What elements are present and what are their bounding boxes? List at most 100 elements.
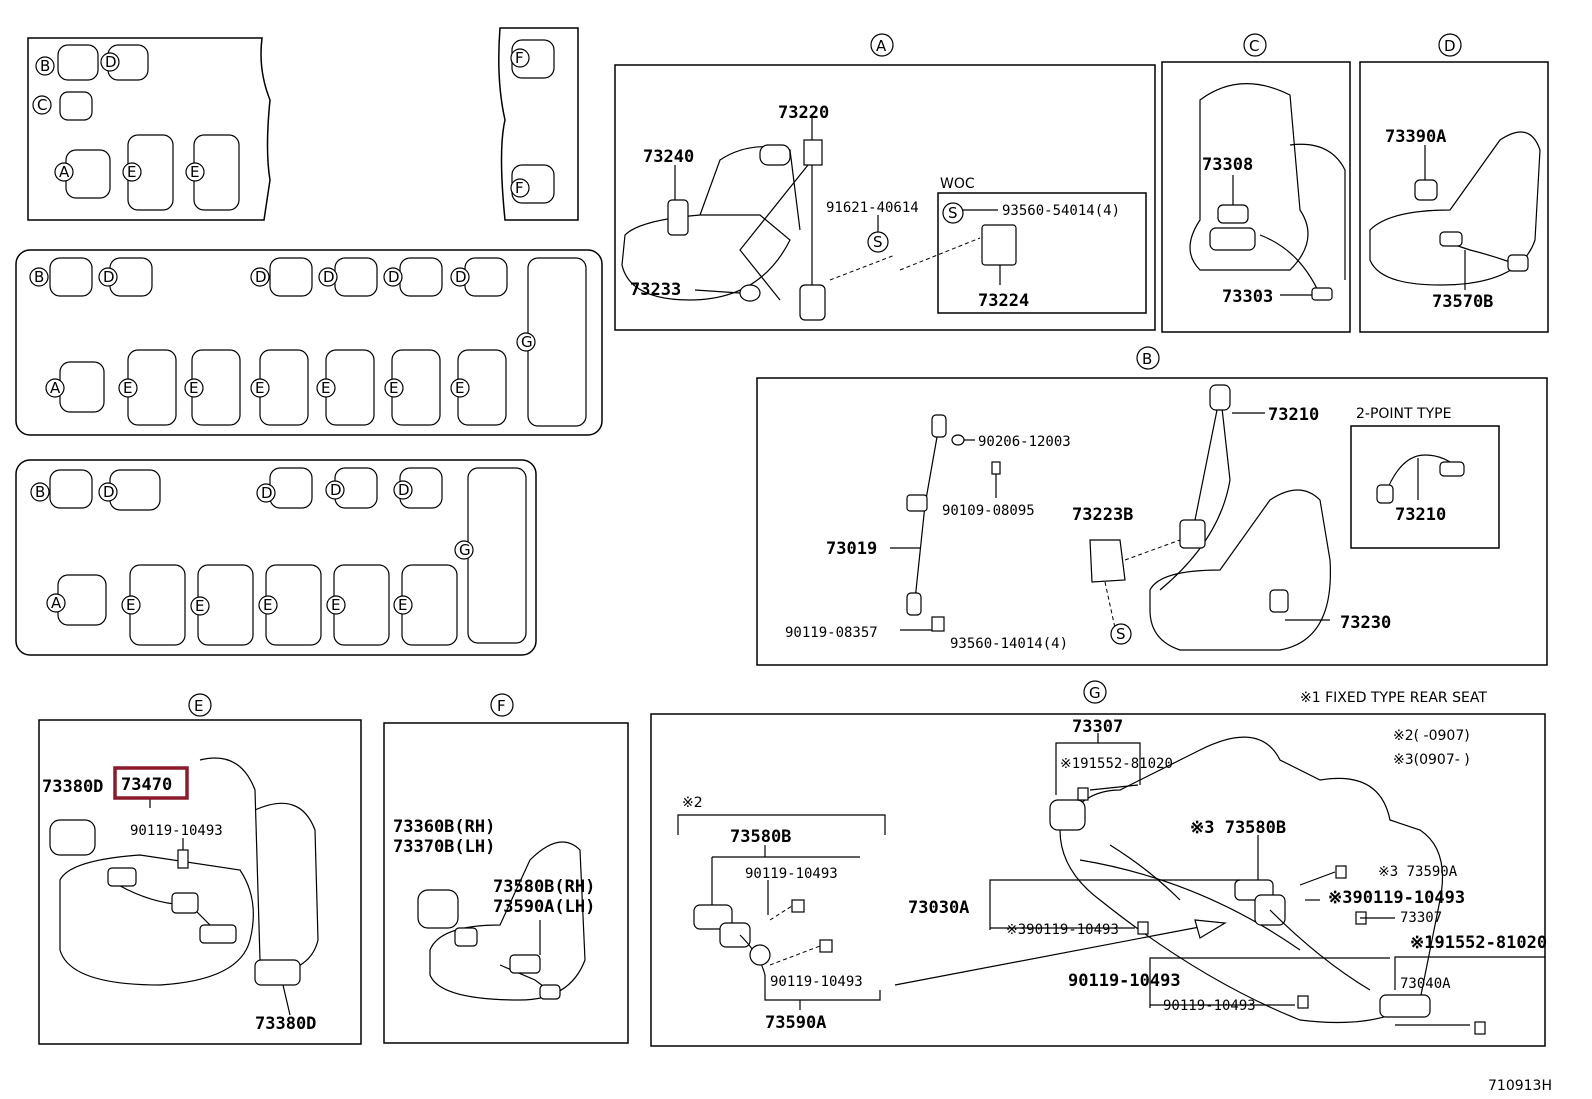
panel-b-heading: B: [1142, 350, 1152, 368]
part-number-label: 73030A: [908, 898, 969, 918]
callout-letter: A: [51, 594, 62, 612]
part-number-label: ※390119-10493: [1006, 922, 1119, 938]
panel-c-heading: C: [1249, 37, 1259, 55]
part-number-label: 90119-10493: [1068, 971, 1181, 991]
callout-letter: E: [127, 163, 136, 181]
callout-letter: D: [255, 268, 267, 286]
part-number-label: 73210: [1268, 405, 1319, 425]
woc-label: WOC: [940, 176, 975, 192]
part-number-label-highlighted: 73470: [121, 775, 172, 795]
callout-letter: S: [873, 233, 883, 251]
layout-diagram-2: B D D D D D A E E E E E E G: [15, 249, 603, 436]
part-number-label: 93560-54014(4): [1002, 203, 1120, 219]
part-number-label: 90119-10493: [770, 974, 863, 990]
footnote: ※2( -0907): [1393, 728, 1470, 744]
callout-letter: D: [398, 481, 410, 499]
callout-letter: B: [34, 268, 44, 286]
callout-letter: D: [103, 483, 115, 501]
part-number-label: 73590A(LH): [493, 897, 595, 917]
part-number-label: 73040A: [1400, 976, 1451, 992]
panel-b: B S 73210 90206-12003 90109-08095 73223B…: [756, 346, 1548, 666]
part-number-label: 73308: [1202, 155, 1253, 175]
part-number-label: 73380D: [42, 777, 103, 797]
part-number-label: 73224: [978, 291, 1029, 311]
part-number-label: 73240: [643, 147, 694, 167]
panel-f-heading: F: [497, 697, 506, 715]
callout-letter: C: [37, 96, 47, 114]
part-number-label: 90119-08357: [785, 625, 878, 641]
callout-letter: S: [948, 204, 958, 222]
part-number-label: 73230: [1340, 613, 1391, 633]
callout-letter: S: [1116, 625, 1126, 643]
callout-letter: E: [331, 596, 340, 614]
part-number-label: ※191552-81020: [1060, 756, 1173, 772]
part-number-label: 90119-10493: [130, 823, 223, 839]
footnote: ※3(0907- ): [1393, 752, 1470, 768]
callout-letter: E: [190, 163, 199, 181]
callout-letter: G: [521, 333, 533, 351]
diagram-id: 710913H: [1488, 1078, 1552, 1094]
callout-letter: D: [105, 53, 117, 71]
part-number-label: ※191552-81020: [1410, 933, 1547, 953]
callout-letter: E: [126, 596, 135, 614]
callout-letter: G: [459, 541, 471, 559]
part-number-label: 90119-10493: [1163, 998, 1256, 1014]
part-number-label: 73370B(LH): [393, 837, 495, 857]
panel-g: G ※1 FIXED TYPE REAR SEAT ※2( -0907) ※3(…: [650, 680, 1547, 1047]
layout-diagram-1: B D C A E E: [27, 37, 271, 221]
part-number-label: 90119-10493: [745, 866, 838, 882]
part-number-label: 73360B(RH): [393, 817, 495, 837]
callout-letter: E: [255, 379, 264, 397]
part-number-label: 73590A: [765, 1013, 826, 1033]
callout-letter: E: [455, 379, 464, 397]
callout-letter: B: [35, 483, 45, 501]
callout-letter: E: [263, 596, 272, 614]
part-number-label: 73303: [1222, 287, 1273, 307]
part-number-label: 91621-40614: [826, 200, 919, 216]
part-number-label: 93560-14014(4): [950, 636, 1068, 652]
panel-d-heading: D: [1444, 37, 1456, 55]
part-number-label: 73307: [1400, 910, 1442, 926]
panel-c: C 73308 73303: [1161, 33, 1351, 333]
part-number-label: 73570B: [1432, 292, 1493, 312]
callout-letter: E: [189, 379, 198, 397]
part-number-label: ※3 73580B: [1190, 818, 1286, 838]
part-number-label: ※390119-10493: [1328, 888, 1465, 908]
part-number-label: 73580B: [730, 827, 791, 847]
panel-d: D 73390A 73570B: [1359, 33, 1549, 333]
part-number-label: 73233: [630, 280, 681, 300]
callout-letter: D: [103, 268, 115, 286]
panel-a-heading: A: [876, 37, 887, 55]
part-number-label: 73390A: [1385, 127, 1446, 147]
panel-e: E 73380D 73470 90119-10493 73380D: [38, 693, 362, 1045]
callout-letter: F: [515, 49, 524, 67]
callout-letter: D: [388, 268, 400, 286]
callout-letter: A: [50, 379, 61, 397]
callout-letter: D: [323, 268, 335, 286]
footnote: ※1 FIXED TYPE REAR SEAT: [1300, 690, 1487, 706]
callout-letter: A: [59, 163, 70, 181]
callout-letter: D: [455, 268, 467, 286]
callout-letter: D: [261, 484, 273, 502]
part-number-label: 73380D: [255, 1014, 316, 1034]
part-number-label: 73019: [826, 539, 877, 559]
layout-seat-group: [57, 44, 240, 211]
callout-letter: E: [321, 379, 330, 397]
callout-letter: E: [398, 596, 407, 614]
callout-letter: E: [195, 597, 204, 615]
panel-f: F 73360B(RH) 73370B(LH) 73580B(RH) 73590…: [383, 693, 629, 1044]
two-point-type-label: 2-POINT TYPE: [1356, 406, 1451, 422]
callout-letter: F: [515, 179, 524, 197]
sub-note: ※2: [682, 795, 703, 811]
part-number-label: 73210: [1395, 505, 1446, 525]
callout-letter: E: [123, 379, 132, 397]
panel-g-heading: G: [1089, 684, 1101, 702]
panel-e-heading: E: [194, 697, 203, 715]
part-number-label: 73580B(RH): [493, 877, 595, 897]
callout-letter: D: [330, 481, 342, 499]
callout-letter: E: [389, 379, 398, 397]
part-number-label: 73307: [1072, 717, 1123, 737]
part-number-label: 73223B: [1072, 505, 1133, 525]
highlight-box: [113, 766, 189, 800]
